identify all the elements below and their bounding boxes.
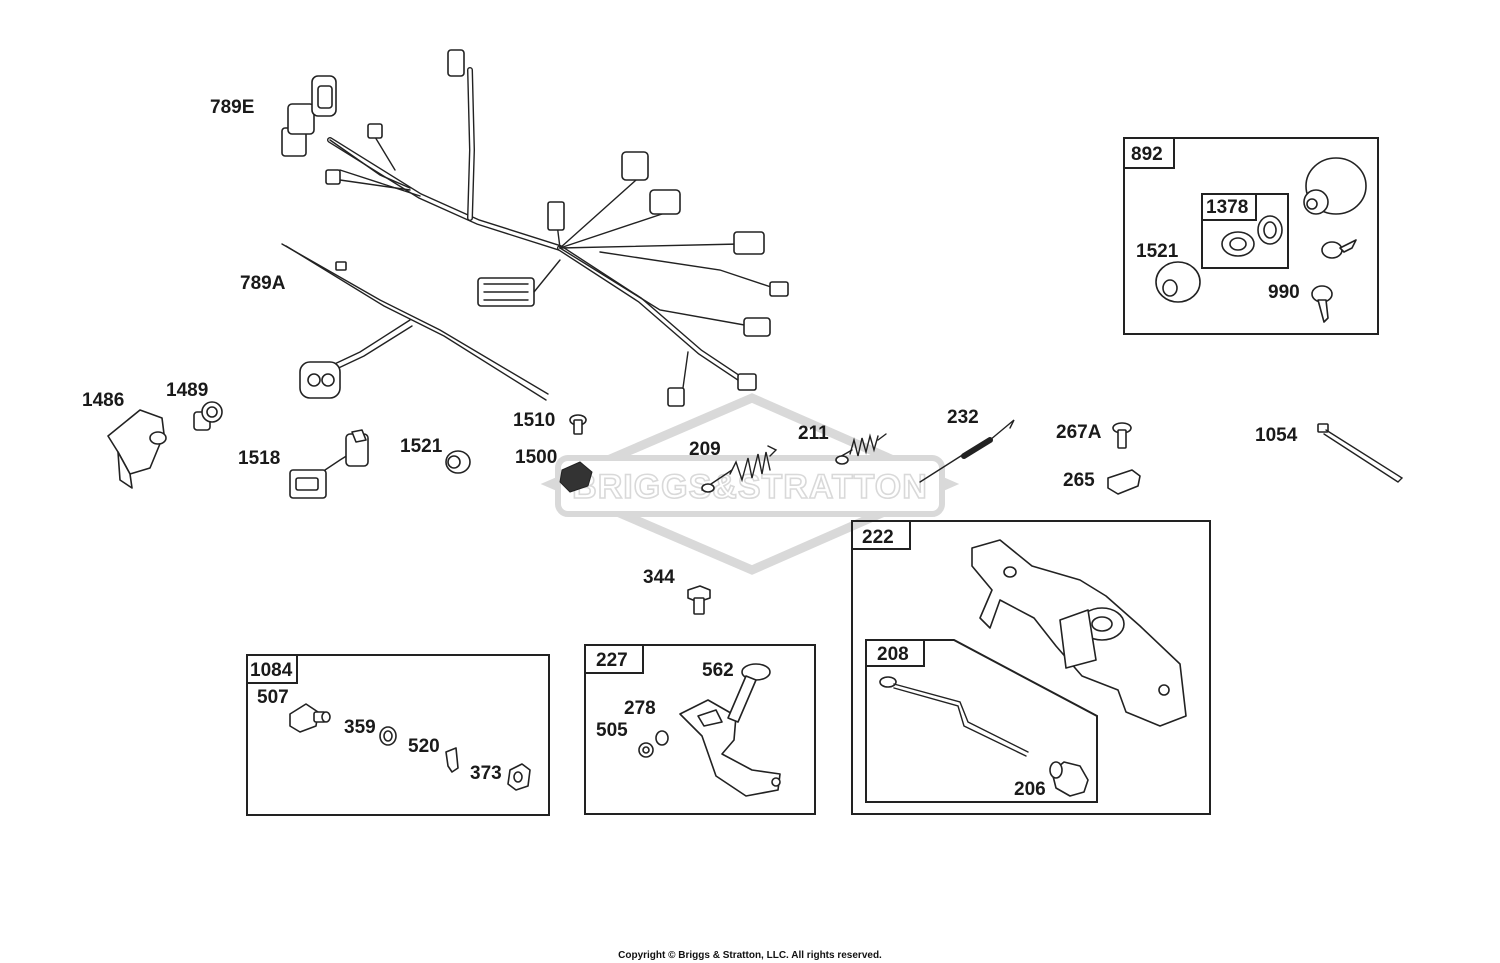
callout-507[interactable]: 507 [257, 687, 289, 708]
screw-1510[interactable] [569, 414, 587, 435]
sensor-1486[interactable] [107, 409, 167, 489]
nut-373[interactable] [507, 763, 531, 791]
briggs-stratton-watermark: BRIGGS&STRATTON [540, 393, 960, 575]
callout-344[interactable]: 344 [643, 567, 675, 588]
group-box-892: 892 1378 [1123, 137, 1379, 335]
group-box-227: 227 [584, 644, 816, 815]
callout-1489[interactable]: 1489 [166, 380, 208, 401]
group-tag-1084: 1084 [250, 660, 293, 681]
ignition-switch[interactable] [1303, 157, 1367, 215]
bolt-344[interactable] [687, 585, 711, 615]
callout-359[interactable]: 359 [344, 717, 376, 738]
grommet-1489[interactable] [193, 401, 223, 431]
knob-206[interactable] [1049, 761, 1089, 797]
washer-278[interactable] [655, 730, 669, 746]
callout-labels: 789E 789A 1486 1489 1518 1521 1510 1500 … [82, 97, 1300, 800]
callout-209[interactable]: 209 [689, 439, 721, 460]
group-tag-227: 227 [596, 650, 628, 671]
watermark-text: BRIGGS&STRATTON [572, 468, 928, 506]
ignition-keys-990[interactable] [1311, 239, 1357, 323]
washer-359[interactable] [379, 726, 397, 746]
grommet-1521-kit[interactable] [1155, 261, 1201, 303]
callout-789E[interactable]: 789E [210, 97, 254, 118]
nut-505[interactable] [638, 742, 654, 758]
group-box-1084: 1084 [246, 654, 550, 816]
callout-1518[interactable]: 1518 [238, 448, 280, 469]
group-tag-222: 222 [862, 527, 894, 548]
callout-789A[interactable]: 789A [240, 273, 286, 294]
pin-562[interactable] [727, 663, 771, 723]
adapter-harness-1518[interactable] [289, 429, 369, 499]
callout-1486[interactable]: 1486 [82, 390, 124, 411]
secondary-wiring-harness[interactable] [281, 243, 549, 401]
bracket-520[interactable] [445, 747, 459, 773]
callout-520[interactable]: 520 [408, 736, 440, 757]
governor-link-208[interactable] [879, 676, 1029, 757]
spring-211[interactable] [835, 433, 887, 465]
callout-562[interactable]: 562 [702, 660, 734, 681]
callout-1521-b[interactable]: 1521 [1136, 241, 1179, 262]
callout-373[interactable]: 373 [470, 763, 502, 784]
callout-1054[interactable]: 1054 [1255, 425, 1298, 446]
group-tag-1378: 1378 [1206, 197, 1248, 218]
group-tag-892: 892 [1131, 144, 1163, 165]
main-wiring-harness[interactable] [281, 49, 789, 407]
callout-211[interactable]: 211 [798, 423, 829, 444]
lockwasher-1378[interactable] [1257, 215, 1283, 245]
group-tag-208: 208 [877, 644, 909, 665]
group-box-222: 222 208 [851, 520, 1211, 815]
callout-505[interactable]: 505 [596, 720, 628, 741]
callout-1521-a[interactable]: 1521 [400, 436, 443, 457]
bolt-267A[interactable] [1112, 422, 1132, 449]
callout-990[interactable]: 990 [1268, 282, 1300, 303]
callout-278[interactable]: 278 [624, 698, 656, 719]
connector-1500[interactable] [559, 461, 593, 493]
grommet-1521[interactable] [445, 450, 471, 474]
control-bracket-222[interactable] [971, 539, 1187, 727]
callout-232[interactable]: 232 [947, 407, 979, 428]
cable-tie-1054[interactable] [1317, 423, 1404, 483]
callout-267A[interactable]: 267A [1056, 422, 1102, 443]
spring-232[interactable] [919, 419, 1015, 483]
callout-1500[interactable]: 1500 [515, 447, 557, 468]
clip-265[interactable] [1107, 469, 1141, 495]
callout-265[interactable]: 265 [1063, 470, 1095, 491]
spring-209[interactable] [701, 445, 778, 493]
callout-1510[interactable]: 1510 [513, 410, 555, 431]
nut-1378[interactable] [1221, 231, 1255, 257]
callout-206[interactable]: 206 [1014, 779, 1046, 800]
copyright-notice: Copyright © Briggs & Stratton, LLC. All … [618, 950, 882, 961]
switch-507[interactable] [289, 703, 331, 733]
